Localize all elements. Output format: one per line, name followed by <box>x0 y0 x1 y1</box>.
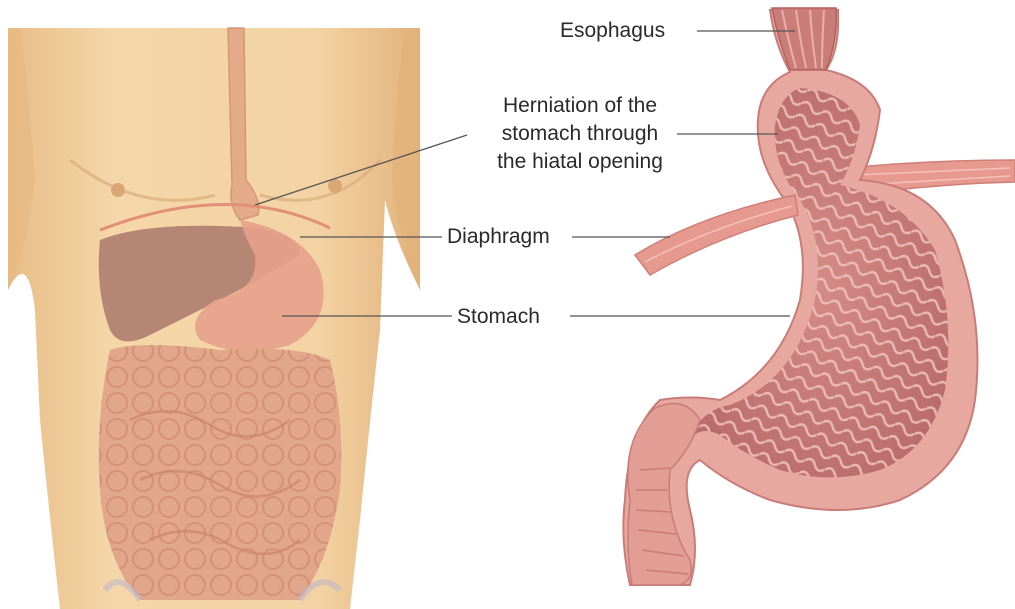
duodenum <box>628 404 700 585</box>
herniation-label-line-1: Herniation of the <box>470 92 690 120</box>
diaphragm-label: Diaphragm <box>447 223 550 251</box>
herniation-label-line-3: the hiatal opening <box>470 148 690 176</box>
right-nipple <box>328 179 342 193</box>
herniation-label-line-2: stomach through <box>470 120 690 148</box>
esophagus-label: Esophagus <box>560 17 665 45</box>
herniation-label: Herniation of the stomach through the hi… <box>470 92 690 176</box>
left-nipple <box>111 183 125 197</box>
stomach-label: Stomach <box>457 303 540 331</box>
diaphragm-muscle-left <box>635 195 798 275</box>
